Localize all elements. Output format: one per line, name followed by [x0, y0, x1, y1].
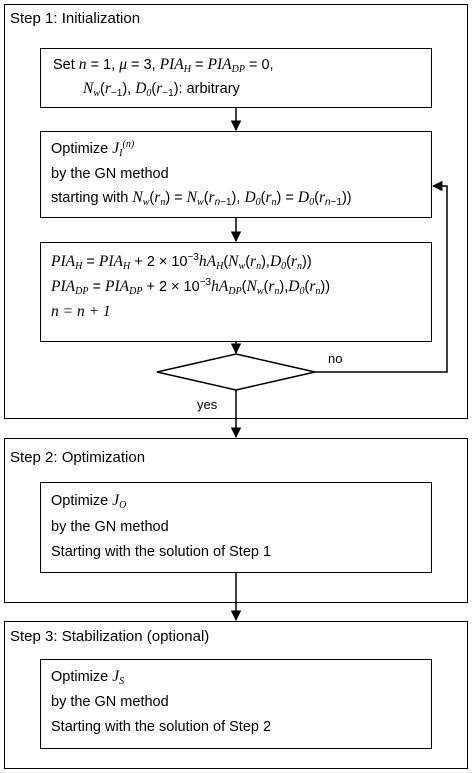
step2-box: Optimize JO by the GN method Starting wi… [40, 482, 432, 573]
step2-line-2: by the GN method [51, 519, 169, 535]
pia-dp-update: PIADP = PIADP + 2 × 10−3hADP(Nw(rn),D0(r… [51, 277, 331, 297]
decision-condition: n = N + 1? [201, 361, 272, 378]
step3-optimize-word: Optimize [51, 669, 109, 685]
init-line-1: Set n = 1, μ = 3, PIAH = PIADP = 0, [53, 56, 274, 75]
init-box: Set n = 1, μ = 3, PIAH = PIADP = 0, Nw(r… [40, 48, 432, 108]
step3-line-1: Optimize JS [51, 668, 125, 687]
step2-optimize-word: Optimize [51, 493, 109, 509]
optimize-ji-line-1: Optimize JI(n) [51, 139, 135, 159]
set-word: Set [53, 57, 75, 73]
starting-with-text: starting with [51, 190, 129, 206]
step3-title: Step 3: Stabilization (optional) [10, 628, 210, 645]
arbitrary-text: : arbitrary [178, 81, 240, 97]
n-increment: n = n + 1 [51, 303, 111, 320]
decision-yes-label: yes [197, 397, 218, 412]
optimize-ji-line-2: by the GN method [51, 166, 169, 182]
decision-no-label: no [328, 351, 343, 366]
optimize-word: Optimize [51, 141, 109, 157]
pia-h-update: PIAH = PIAH + 2 × 10−3hAH(Nw(rn),D0(rn)) [51, 252, 312, 272]
step2-line-3: Starting with the solution of Step 1 [51, 544, 272, 560]
step3-line-2: by the GN method [51, 694, 169, 710]
step2-title: Step 2: Optimization [10, 449, 146, 466]
optimize-ji-line-3: starting with Nw(rn) = Nw(rn−1), D0(rn) … [51, 189, 352, 208]
step3-frame [4, 621, 468, 769]
optimize-ji-box: Optimize JI(n) by the GN method starting… [40, 131, 432, 218]
step3-box: Optimize JS by the GN method Starting wi… [40, 659, 432, 749]
step1-title: Step 1: Initialization [10, 10, 141, 27]
step2-line-1: Optimize JO [51, 492, 127, 511]
init-line-2: Nw(r−1), D0(r−1): arbitrary [83, 80, 240, 99]
step3-line-3: Starting with the solution of Step 2 [51, 719, 272, 735]
pia-update-box: PIAH = PIAH + 2 × 10−3hAH(Nw(rn),D0(rn))… [40, 242, 432, 342]
